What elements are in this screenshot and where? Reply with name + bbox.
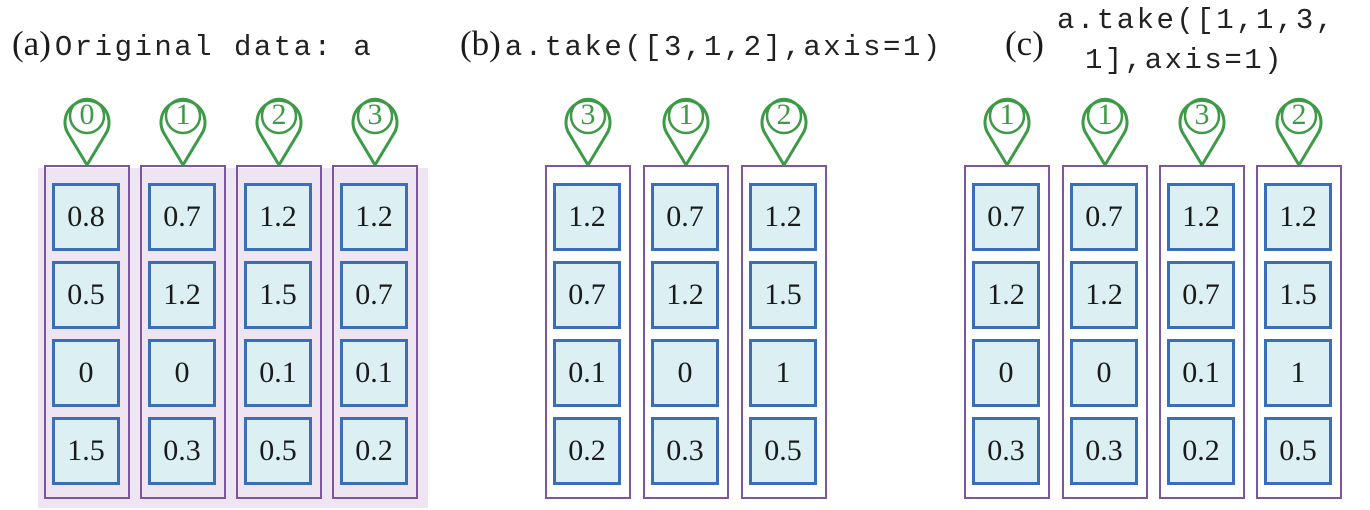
array-cell: 0.5 [244, 417, 312, 485]
column-index-label: 3 [580, 98, 596, 131]
array-cell: 0.1 [1167, 339, 1235, 407]
column-index-pin: 3 [346, 90, 404, 168]
array-cell: 0.7 [340, 261, 408, 329]
array-cell: 0.5 [749, 417, 817, 485]
column-index-label: 1 [175, 98, 191, 131]
column-index-pin: 3 [559, 90, 617, 168]
array-cell: 1.2 [553, 183, 621, 251]
panel-code: a.take([3,1,2],axis=1) [504, 31, 943, 64]
array-cell: 1.2 [1264, 183, 1332, 251]
panel-tag: (a) [12, 24, 51, 63]
array-column [1256, 165, 1342, 499]
array-cell: 0.3 [148, 417, 216, 485]
array-cell: 0.3 [972, 417, 1040, 485]
panel-tag: (b) [460, 24, 501, 63]
array-cell: 1.5 [52, 417, 120, 485]
column-index-pin: 2 [755, 90, 813, 168]
array-cell: 1.5 [1264, 261, 1332, 329]
array-cell: 0.7 [1167, 261, 1235, 329]
column-index-pin: 1 [1076, 90, 1134, 168]
array-cell: 0 [651, 339, 719, 407]
column-index-pin: 1 [657, 90, 715, 168]
array-column [964, 165, 1050, 499]
array-cell: 1.2 [972, 261, 1040, 329]
map-pin-icon [983, 97, 1031, 167]
array-cell: 1.2 [1167, 183, 1235, 251]
column-index-pin: 2 [1270, 90, 1328, 168]
column-index-pin: 2 [250, 90, 308, 168]
map-pin-icon [1081, 97, 1129, 167]
map-pin-icon [662, 97, 710, 167]
column-index-label: 3 [367, 98, 383, 131]
array-cell: 0.7 [651, 183, 719, 251]
panel-tag: (c) [1005, 24, 1044, 63]
array-cell: 0 [1070, 339, 1138, 407]
column-index-label: 1 [678, 98, 694, 131]
map-pin-icon [159, 97, 207, 167]
array-cell: 1 [749, 339, 817, 407]
array-cell: 0.7 [972, 183, 1040, 251]
array-column [140, 165, 226, 499]
array-cell: 0.8 [52, 183, 120, 251]
map-pin-icon [760, 97, 808, 167]
array-column [643, 165, 729, 499]
map-pin-icon [351, 97, 399, 167]
array-cell: 0 [972, 339, 1040, 407]
array-cell: 1.2 [651, 261, 719, 329]
array-cell: 0.7 [148, 183, 216, 251]
column-index-label: 0 [79, 98, 95, 131]
panel-code-line-1: a.take([1,1,3, [1057, 4, 1336, 37]
map-pin-icon [564, 97, 612, 167]
column-index-pin: 0 [58, 90, 116, 168]
array-column [545, 165, 631, 499]
array-column [332, 165, 418, 499]
column-index-label: 2 [1291, 98, 1307, 131]
map-pin-icon [255, 97, 303, 167]
array-cell: 1.2 [1070, 261, 1138, 329]
array-cell: 0.5 [1264, 417, 1332, 485]
array-cell: 1.2 [148, 261, 216, 329]
array-cell: 1.2 [340, 183, 408, 251]
array-cell: 0.2 [553, 417, 621, 485]
array-column [236, 165, 322, 499]
column-index-pin: 1 [978, 90, 1036, 168]
array-cell: 0.1 [553, 339, 621, 407]
array-cell: 0.7 [553, 261, 621, 329]
array-cell: 0.3 [651, 417, 719, 485]
map-pin-icon [1275, 97, 1323, 167]
array-column [1159, 165, 1245, 499]
map-pin-icon [63, 97, 111, 167]
array-cell: 1.5 [244, 261, 312, 329]
array-cell: 0.5 [52, 261, 120, 329]
array-cell: 1.5 [749, 261, 817, 329]
column-index-label: 1 [1097, 98, 1113, 131]
map-pin-icon [1178, 97, 1226, 167]
array-cell: 0 [52, 339, 120, 407]
panel-code-line-2: 1],axis=1) [1085, 44, 1285, 77]
array-cell: 0 [148, 339, 216, 407]
column-index-label: 1 [999, 98, 1015, 131]
array-cell: 0.2 [1167, 417, 1235, 485]
array-cell: 0.3 [1070, 417, 1138, 485]
panel-title: (c) [1005, 24, 1044, 64]
array-cell: 1.2 [749, 183, 817, 251]
column-index-label: 2 [776, 98, 792, 131]
array-cell: 1 [1264, 339, 1332, 407]
array-column [1062, 165, 1148, 499]
array-cell: 0.7 [1070, 183, 1138, 251]
array-column [741, 165, 827, 499]
panel-code: Original data: a [54, 31, 374, 64]
column-index-pin: 3 [1173, 90, 1231, 168]
array-cell: 1.2 [244, 183, 312, 251]
panel-title: (a) Original data: a [12, 24, 373, 64]
array-cell: 0.1 [244, 339, 312, 407]
panel-title: (b) a.take([3,1,2],axis=1) [460, 24, 943, 64]
column-index-label: 3 [1194, 98, 1210, 131]
array-cell: 0.1 [340, 339, 408, 407]
column-index-pin: 1 [154, 90, 212, 168]
array-cell: 0.2 [340, 417, 408, 485]
array-column [44, 165, 130, 499]
column-index-label: 2 [271, 98, 287, 131]
